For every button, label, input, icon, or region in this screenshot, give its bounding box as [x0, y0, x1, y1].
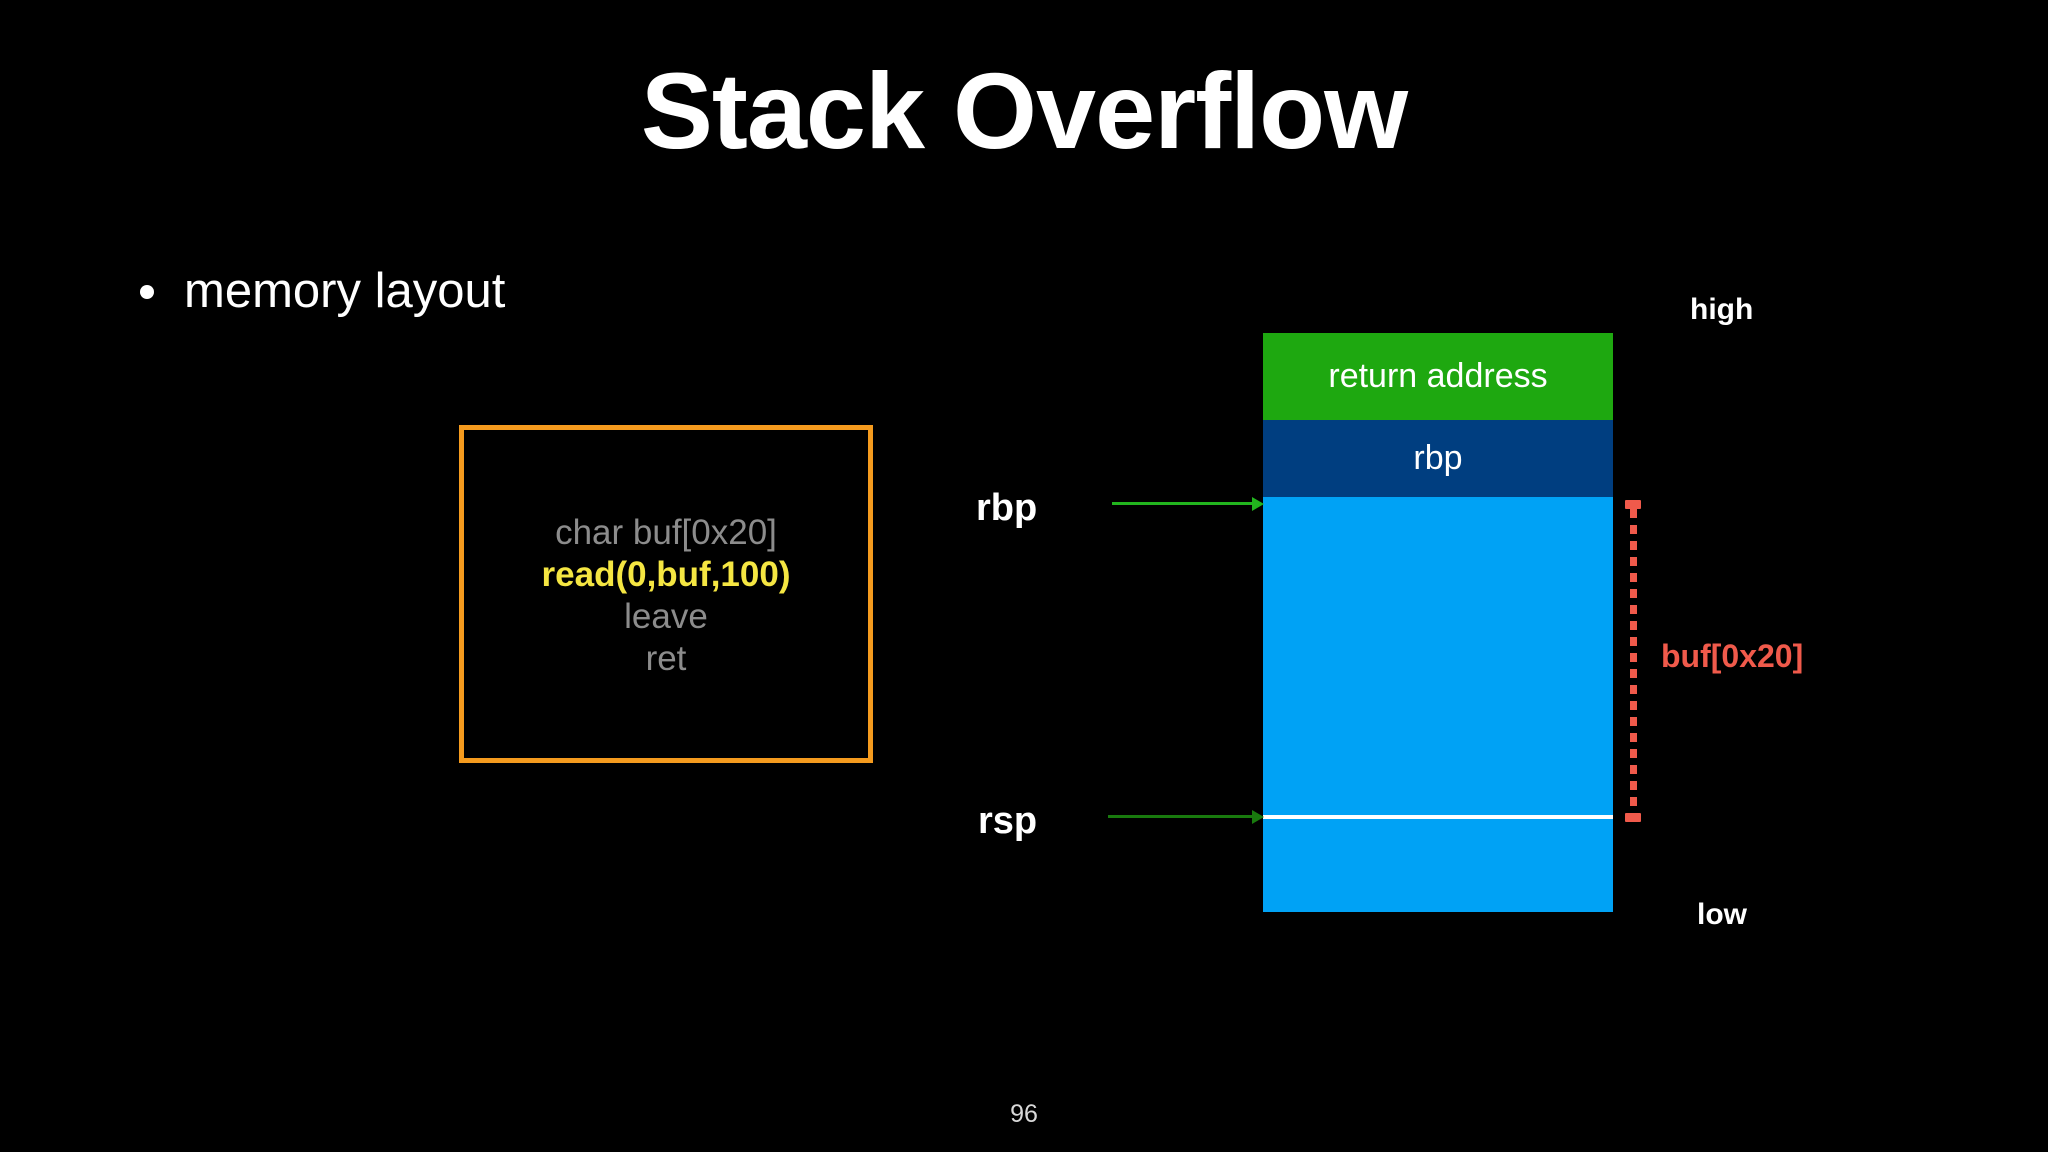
bullet-item-label: memory layout — [184, 264, 506, 318]
arrow-shaft — [1112, 502, 1254, 505]
stack-segment-saved-rbp: rbp — [1263, 420, 1613, 497]
code-line: leave — [624, 597, 708, 636]
code-line-highlighted: read(0,buf,100) — [541, 555, 791, 594]
bullet-dot-icon — [140, 284, 154, 299]
bracket-cap-bottom — [1625, 813, 1641, 822]
bracket-cap-top — [1625, 500, 1641, 509]
code-line-list: char buf[0x20] read(0,buf,100) leave ret — [464, 512, 868, 680]
stack-segment-label: rbp — [1413, 439, 1463, 477]
stack-segment-label: return address — [1328, 357, 1548, 395]
arrow-head — [1252, 810, 1264, 824]
code-snippet-box: char buf[0x20] read(0,buf,100) leave ret — [459, 425, 873, 763]
rsp-divider-line — [1263, 815, 1613, 819]
arrow-shaft — [1108, 815, 1254, 818]
page-title: Stack Overflow — [640, 50, 1408, 171]
buffer-range-bracket-icon — [1625, 500, 1641, 822]
buffer-range-label: buf[0x20] — [1661, 638, 1804, 674]
stack-segment-buffer — [1263, 497, 1613, 912]
rsp-pointer-arrow-icon — [1108, 810, 1264, 824]
arrow-head — [1252, 497, 1264, 511]
slide-page-number: 96 — [1010, 1100, 1038, 1128]
bullet-item-memory-layout: memory layout — [140, 264, 506, 319]
rbp-pointer-arrow-icon — [1112, 497, 1264, 511]
code-line: ret — [645, 639, 687, 678]
register-label-rsp: rsp — [978, 800, 1038, 842]
register-label-rbp: rbp — [976, 487, 1038, 529]
stack-segment-return-address: return address — [1263, 333, 1613, 420]
bracket-dotted-line — [1630, 509, 1637, 813]
memory-label-high: high — [1690, 293, 1754, 326]
memory-label-low: low — [1697, 898, 1747, 931]
code-line: char buf[0x20] — [555, 513, 777, 552]
